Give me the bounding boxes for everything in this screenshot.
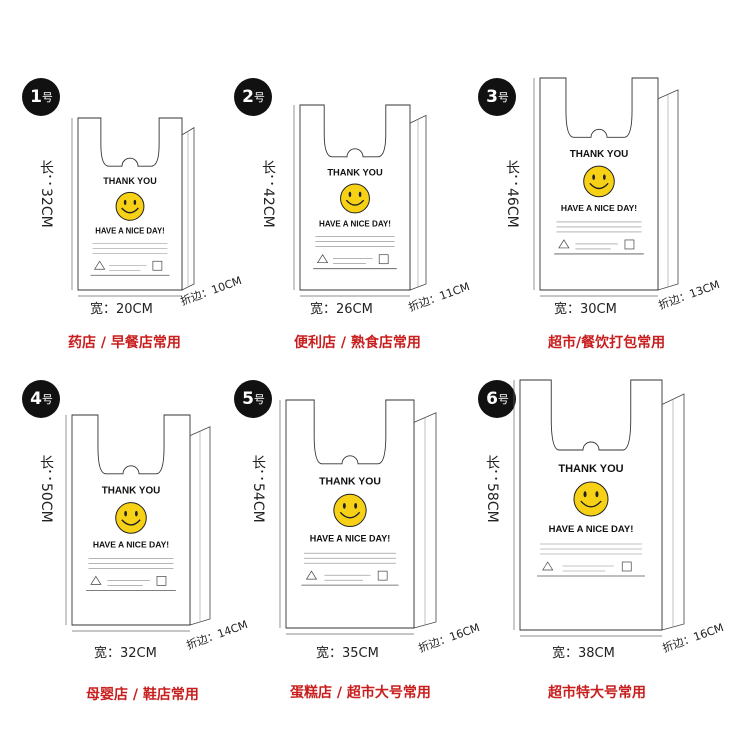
size-suffix: 号 [497, 91, 509, 104]
bag-nice-day-text: HAVE A NICE DAY! [319, 220, 391, 229]
smiley-face-icon [340, 183, 370, 214]
recycle-icon [316, 254, 329, 264]
width-label: 宽：38CM [548, 642, 619, 661]
shopping-bag-illustration: THANK YOU HAVE A NICE DAY! [71, 117, 195, 297]
width-label: 宽：30CM [550, 298, 621, 317]
smiley-face-icon [115, 191, 145, 221]
recycle-icon [558, 239, 570, 249]
length-label: 长：46CM [504, 160, 520, 228]
size-suffix: 号 [41, 91, 53, 104]
bag-nice-day-text: HAVE A NICE DAY! [95, 226, 164, 235]
shopping-bag-illustration: THANK YOU HAVE A NICE DAY! [293, 104, 427, 297]
size-number: 4 [30, 389, 42, 409]
certification-icon [156, 576, 167, 586]
usage-caption: 超市/餐饮打包常用 [548, 335, 666, 351]
size-suffix: 号 [497, 393, 509, 406]
size-suffix: 号 [41, 393, 53, 406]
recycle-icon [90, 575, 102, 585]
length-label: 长：50CM [38, 455, 54, 523]
bag-thank-you-text: THANK YOU [103, 176, 156, 186]
size-number: 5 [242, 389, 254, 409]
width-label: 宽：32CM [90, 642, 161, 661]
usage-caption: 蛋糕店 / 超市大号常用 [290, 685, 431, 701]
recycle-icon [305, 570, 318, 580]
size-suffix: 号 [253, 91, 265, 104]
certification-icon [152, 260, 163, 271]
bag-thank-you-text: THANK YOU [558, 463, 623, 475]
bag-nice-day-text: HAVE A NICE DAY! [310, 534, 390, 544]
width-label: 宽：35CM [312, 642, 383, 661]
certification-icon [378, 254, 389, 265]
size-number: 1 [30, 87, 42, 107]
bag-nice-day-text: HAVE A NICE DAY! [549, 524, 634, 535]
bag-thank-you-text: THANK YOU [570, 149, 629, 160]
usage-caption: 超市特大号常用 [548, 685, 646, 701]
width-label: 宽：26CM [306, 298, 377, 317]
bag-thank-you-text: THANK YOU [102, 486, 161, 497]
length-label: 长：32CM [38, 160, 54, 228]
certification-icon [624, 239, 635, 250]
bag-thank-you-text: THANK YOU [319, 477, 381, 488]
smiley-face-icon [115, 502, 147, 534]
recycle-icon [94, 260, 106, 270]
length-label: 长：54CM [250, 455, 266, 523]
shopping-bag-illustration: THANK YOU HAVE A NICE DAY! [533, 77, 679, 297]
size-number: 3 [486, 87, 498, 107]
smiley-face-icon [333, 493, 367, 528]
recycle-icon [542, 561, 554, 571]
size-number: 2 [242, 87, 254, 107]
smiley-face-icon [573, 481, 609, 517]
usage-caption: 药店 / 早餐店常用 [68, 335, 181, 351]
usage-caption: 便利店 / 熟食店常用 [294, 335, 421, 351]
bag-nice-day-text: HAVE A NICE DAY! [93, 540, 169, 550]
size-suffix: 号 [253, 393, 265, 406]
certification-icon [621, 561, 632, 572]
length-label: 长：58CM [484, 455, 500, 523]
width-label: 宽：20CM [86, 298, 157, 317]
smiley-face-icon [583, 165, 615, 198]
shopping-bag-illustration: THANK YOU HAVE A NICE DAY! [279, 399, 437, 635]
usage-caption: 母婴店 / 鞋店常用 [86, 687, 199, 703]
shopping-bag-illustration: THANK YOU HAVE A NICE DAY! [513, 379, 685, 637]
bag-nice-day-text: HAVE A NICE DAY! [561, 203, 637, 213]
certification-icon [377, 570, 388, 581]
bag-thank-you-text: THANK YOU [327, 168, 383, 178]
shopping-bag-illustration: THANK YOU HAVE A NICE DAY! [65, 414, 211, 632]
size-number: 6 [486, 389, 498, 409]
length-label: 长：42CM [260, 160, 276, 228]
